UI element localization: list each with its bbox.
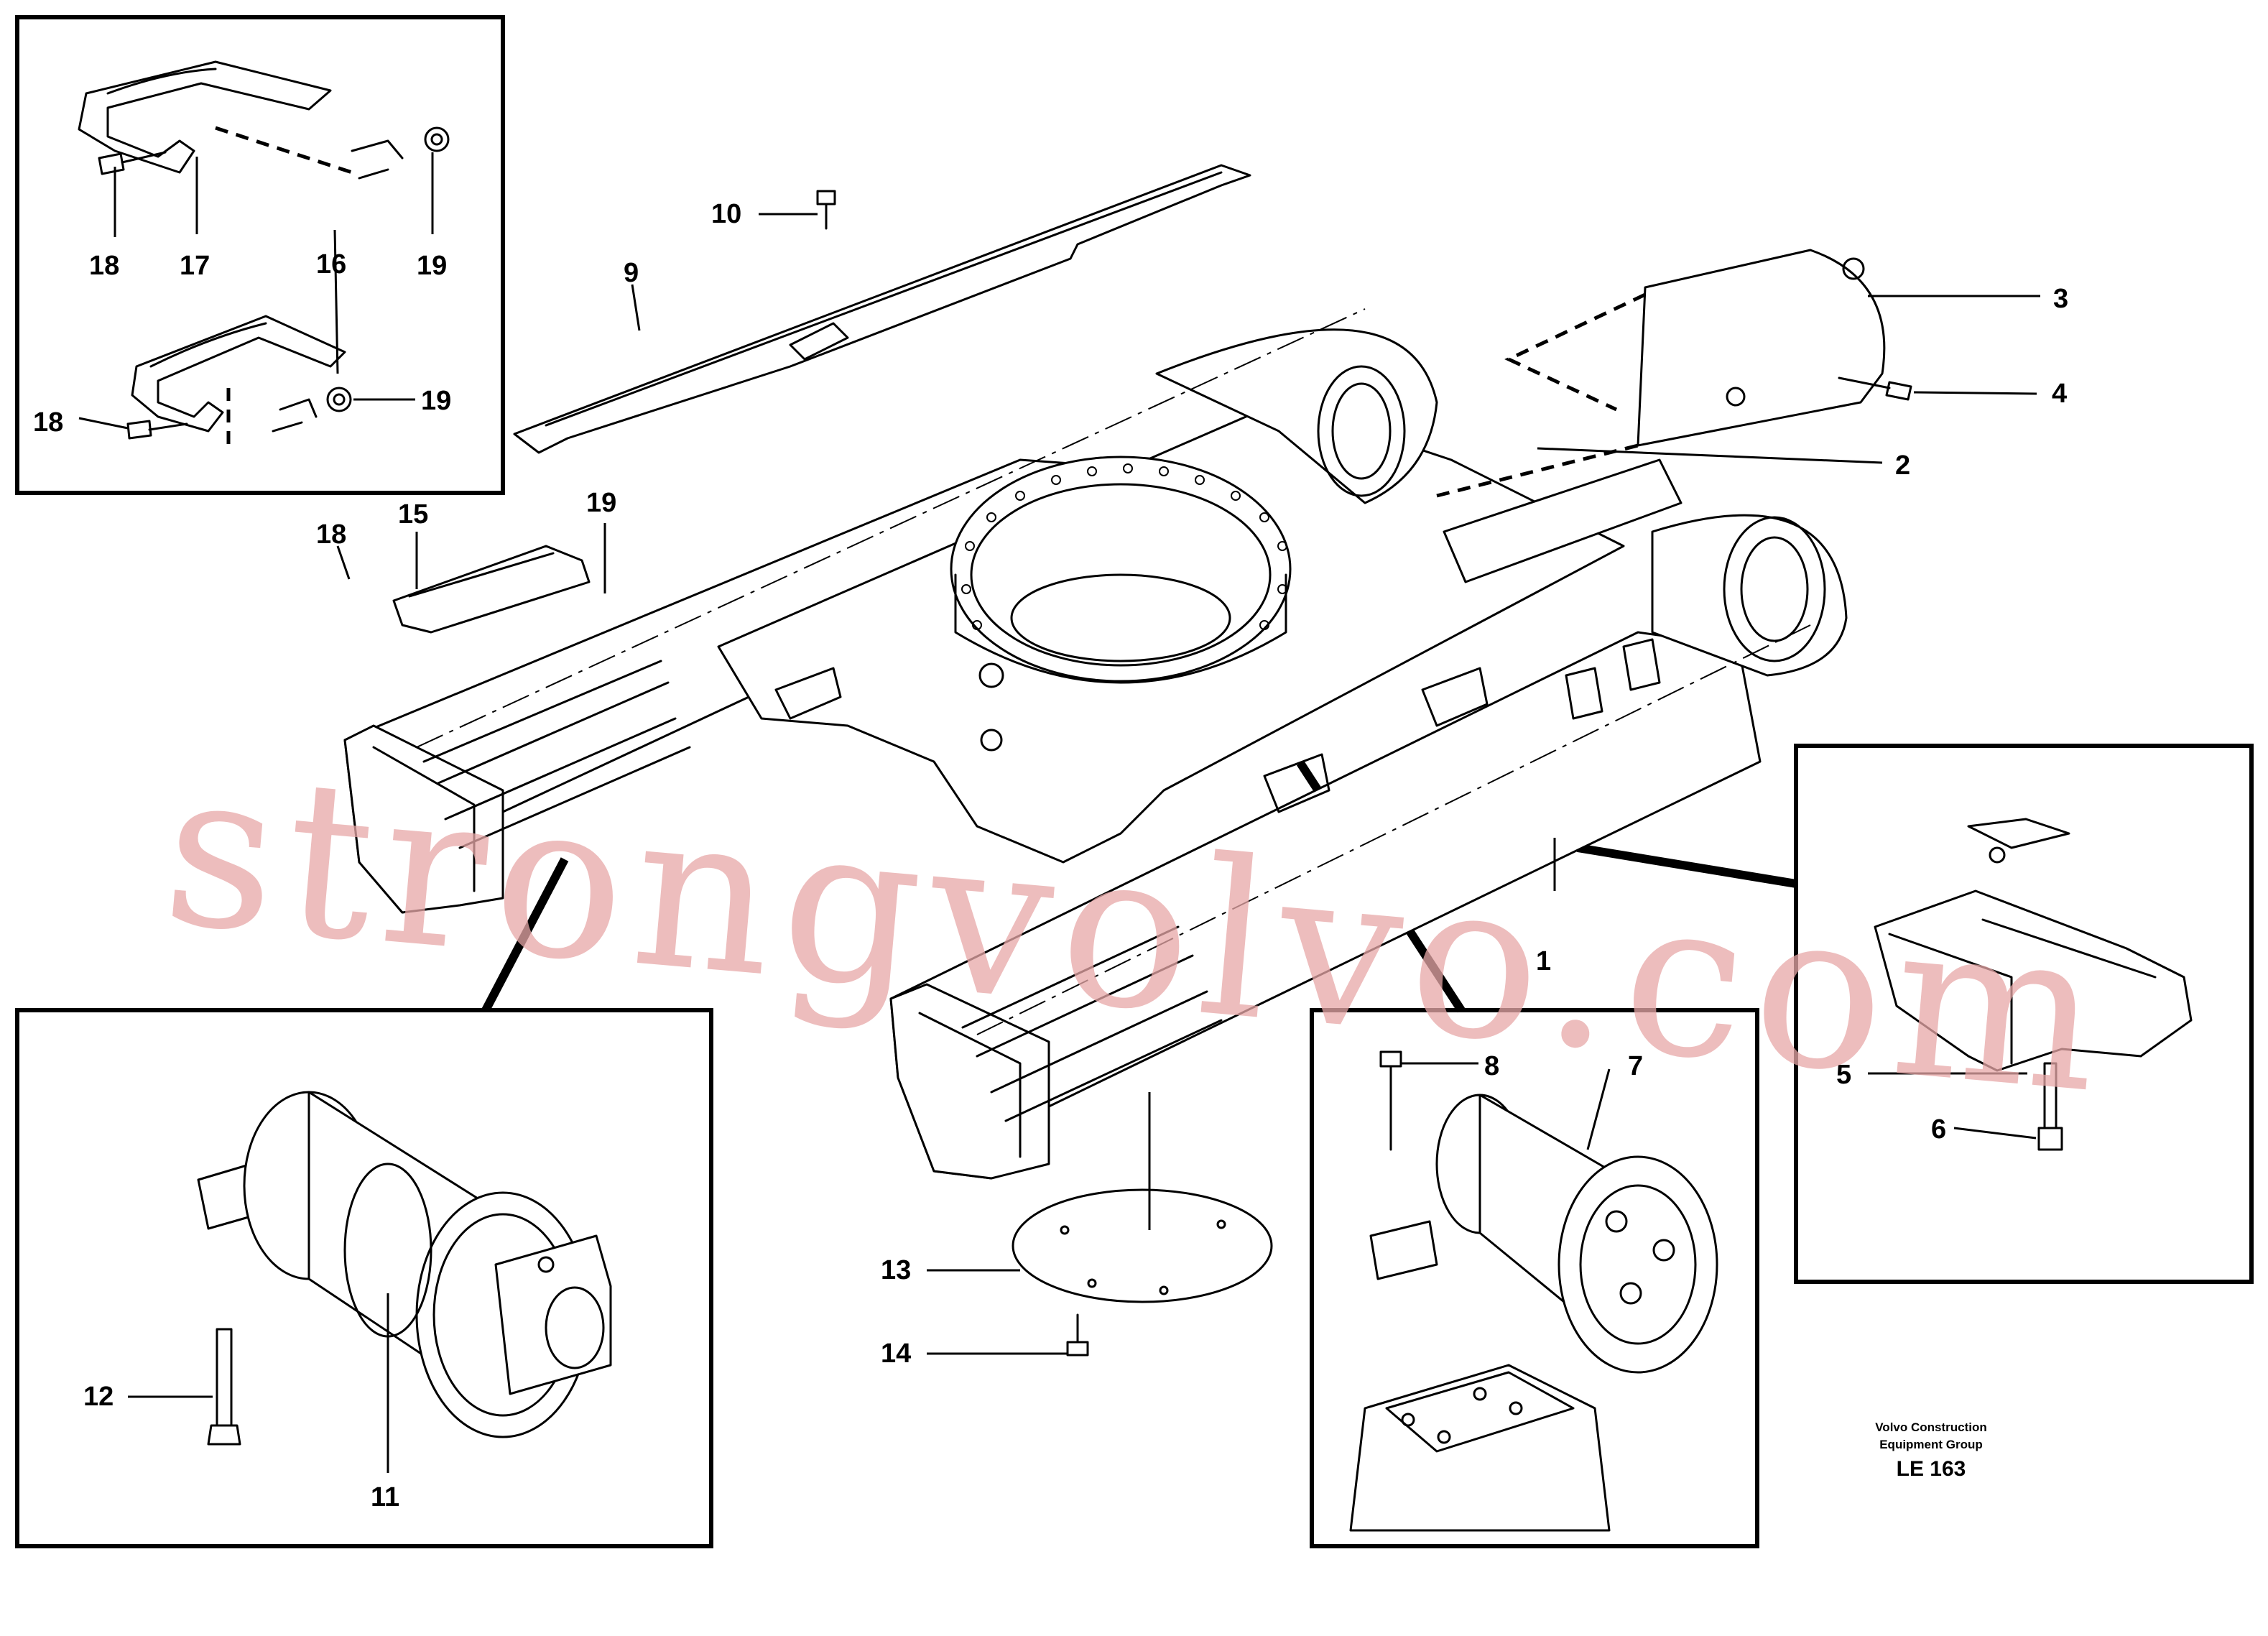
callout-11: 11: [371, 1482, 399, 1512]
callout-2: 2: [1895, 450, 1910, 481]
roller-mount-block: [1349, 1364, 1611, 1532]
part-3-side-plate: [1504, 249, 1886, 447]
callout-13: 13: [881, 1255, 911, 1285]
callout-6: 6: [1931, 1114, 1946, 1145]
callout-17: 17: [180, 251, 210, 281]
part-16-handle: [131, 315, 346, 433]
callout-8: 8: [1484, 1051, 1499, 1081]
callout-18: 18: [316, 519, 346, 550]
callout-19: 19: [586, 488, 616, 518]
credit-line-2: Equipment Group: [1879, 1438, 1983, 1451]
part-6-bolt: [2037, 1062, 2063, 1151]
callout-labels: 1 2 3 4 5 6 7 8 9 10 11 12 13 14 15 16 1…: [33, 199, 2068, 1512]
callout-18: 18: [33, 407, 63, 438]
part-7-carrier-roller: [1369, 1094, 1718, 1374]
credit-line-1: Volvo Construction: [1875, 1420, 1987, 1434]
callout-4: 4: [2052, 379, 2067, 409]
credit-block: Volvo Construction Equipment Group LE 16…: [1875, 1420, 1987, 1481]
part-17-handle: [78, 60, 332, 174]
callout-16: 16: [316, 249, 346, 279]
callout-19: 19: [421, 386, 451, 416]
callout-5: 5: [1836, 1060, 1851, 1090]
inset-bolts-washers: [98, 126, 450, 445]
callout-10: 10: [711, 199, 741, 229]
part-4-bolt: [1838, 376, 1912, 401]
callout-14: 14: [881, 1339, 911, 1369]
callout-19: 19: [417, 251, 447, 281]
callout-18: 18: [89, 251, 119, 281]
inset-frame-track-guard: [1794, 744, 2254, 1284]
part-5-track-guard: [1874, 818, 2193, 1072]
part-8-bolt: [1379, 1050, 1402, 1151]
part-10-bolt: [816, 190, 836, 230]
inset-frame-grab-handles: [15, 15, 505, 495]
part-9-rail-cover: [513, 164, 1251, 454]
part-15-step: [392, 545, 591, 634]
callout-3: 3: [2053, 284, 2068, 314]
callout-9: 9: [624, 258, 639, 288]
callout-12: 12: [83, 1382, 114, 1412]
part-13-cover-plate: [1012, 1188, 1273, 1303]
part-11-track-roller: [197, 1091, 612, 1438]
part-12-bolt: [207, 1328, 241, 1446]
undercarriage-frame: [343, 308, 1848, 1180]
inset-frame-lower-roller: [15, 1008, 713, 1548]
inset-frame-upper-roller: [1310, 1008, 1759, 1548]
part-14-bolt: [1066, 1313, 1089, 1357]
callout-7: 7: [1628, 1051, 1643, 1081]
callout-15: 15: [398, 499, 428, 530]
callout-leaders: [78, 152, 2040, 1473]
part-2-plate: [1436, 443, 1683, 583]
callout-1: 1: [1536, 946, 1551, 976]
figure-code: LE 163: [1897, 1457, 1966, 1481]
